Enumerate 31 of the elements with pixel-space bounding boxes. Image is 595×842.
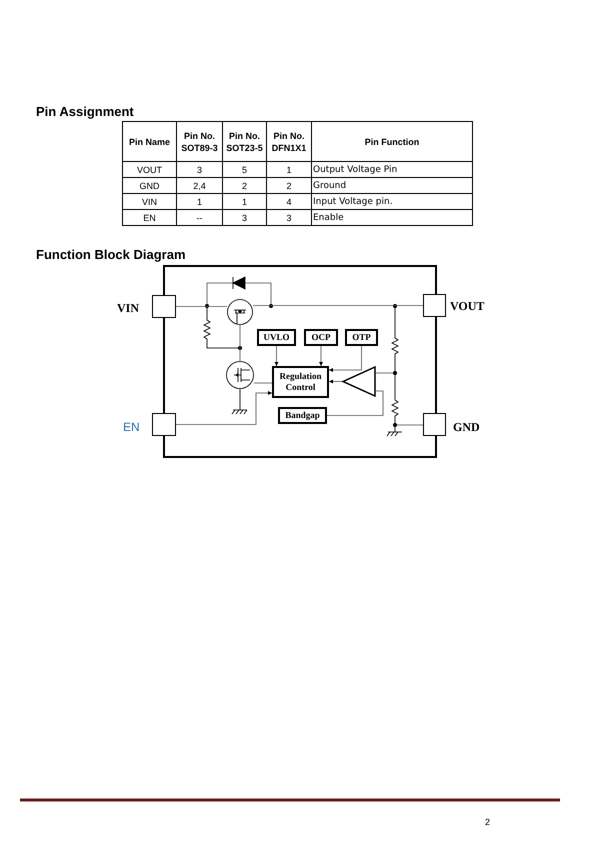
table-cell: Enable	[311, 209, 473, 226]
table-header-cell: Pin Function	[311, 121, 473, 162]
page-number: 2	[485, 816, 490, 829]
function-block: Regulation Control	[272, 366, 329, 398]
wire	[326, 390, 384, 416]
table-cell: EN	[122, 209, 177, 226]
arrow	[176, 391, 272, 425]
function-block: OCP	[304, 329, 338, 346]
arrow	[328, 346, 362, 372]
wire	[176, 306, 228, 307]
pin-label: GND	[453, 419, 480, 436]
arrow	[319, 346, 323, 366]
wire	[254, 382, 272, 384]
amplifier-triangle	[342, 366, 376, 397]
table-cell: Ground	[311, 177, 473, 194]
wire	[252, 305, 424, 306]
pin-label: VOUT	[450, 298, 484, 315]
transistor-symbol	[226, 361, 254, 389]
table-cell: Input Voltage pin.	[311, 193, 473, 210]
table-header-cell: Pin Name	[122, 121, 177, 162]
function-block: UVLO	[257, 329, 296, 346]
pin-label: EN	[123, 419, 140, 436]
function-block: OTP	[345, 329, 378, 346]
function-block: Bandgap	[278, 407, 327, 424]
section-heading: Pin Assignment	[36, 103, 134, 121]
arrow	[328, 380, 342, 384]
arrow	[274, 346, 278, 366]
pin-label: VIN	[117, 300, 140, 317]
transistor-symbol	[227, 299, 253, 325]
section-heading: Function Block Diagram	[36, 246, 186, 264]
table-cell: Output Voltage Pin	[311, 161, 473, 178]
